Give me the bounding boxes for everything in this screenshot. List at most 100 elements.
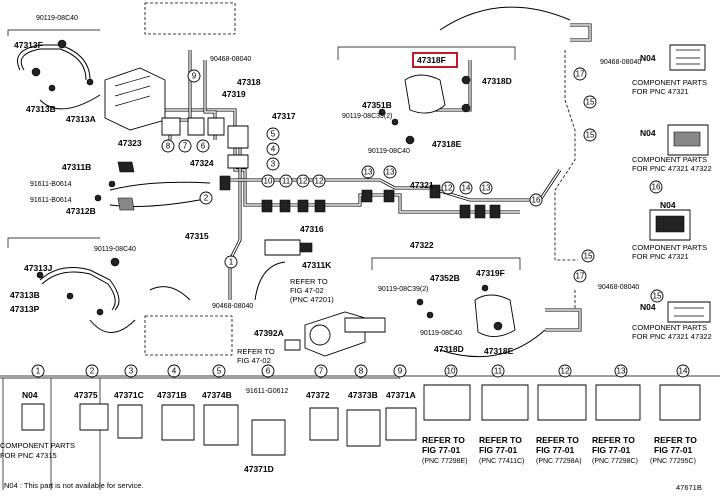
label-90468-08040-b: 90468-08040 bbox=[212, 303, 253, 310]
label-90119-08C40-d: 90119-08C40 bbox=[420, 330, 462, 337]
callout-17b: 17 bbox=[573, 269, 587, 283]
label-pnc-47201: (PNC 47201) bbox=[290, 295, 334, 304]
legend-item-5: 5 47374B bbox=[202, 364, 239, 446]
callout-8a: 8 bbox=[161, 139, 175, 153]
svg-text:12: 12 bbox=[444, 184, 453, 193]
legend-item-6: 6 91611-G0612 47371D bbox=[244, 364, 288, 474]
svg-text:(PNC 77298E): (PNC 77298E) bbox=[422, 458, 468, 465]
label-47322: 47322 bbox=[410, 240, 434, 250]
label-47319: 47319 bbox=[222, 89, 246, 99]
svg-text:47375: 47375 bbox=[74, 390, 98, 400]
legend-item-12: 12 REFER TO FIG 77-01 (PNC 77298A) bbox=[536, 364, 587, 465]
label-component-parts-c: COMPONENT PARTS bbox=[632, 243, 707, 252]
brake-lines bbox=[109, 6, 592, 358]
svg-text:12: 12 bbox=[561, 367, 570, 376]
label-47321: 47321 bbox=[410, 180, 434, 190]
label-fig-47-02-a: FIG 47-02 bbox=[290, 286, 324, 295]
svg-text:(PNC 77298C): (PNC 77298C) bbox=[592, 458, 638, 465]
legend-item-2: 2 47375 bbox=[74, 364, 109, 431]
legend-item-11: 11 REFER TO FIG 77-01 (PNC 77411C) bbox=[479, 364, 529, 465]
label-for-pnc-b: FOR PNC 47321 47322 bbox=[632, 164, 712, 173]
callout-13c: 13 bbox=[479, 181, 493, 195]
svg-text:N04: N04 bbox=[22, 390, 38, 400]
svg-text:REFER TO: REFER TO bbox=[422, 435, 465, 445]
legend-item-9: 9 47371A bbox=[385, 364, 417, 441]
label-fig-47-02-b: FIG 47-02 bbox=[237, 356, 271, 365]
svg-text:11: 11 bbox=[494, 367, 503, 376]
svg-text:14: 14 bbox=[679, 367, 688, 376]
svg-text:17: 17 bbox=[576, 70, 585, 79]
legend: 1 N04 COMPONENT PARTS FOR PNC 47315 2 47… bbox=[0, 364, 701, 474]
legend-item-4: 4 47371B bbox=[157, 364, 195, 441]
svg-text:3: 3 bbox=[271, 160, 276, 169]
label-47392A: 47392A bbox=[254, 328, 284, 338]
callout-12a: 12 bbox=[296, 174, 310, 188]
svg-text:FIG 77-01: FIG 77-01 bbox=[654, 445, 693, 455]
svg-text:4: 4 bbox=[172, 367, 177, 376]
label-for-pnc-c: FOR PNC 47321 bbox=[632, 252, 689, 261]
parts-lower-left bbox=[36, 189, 395, 357]
callout-12c: 12 bbox=[441, 181, 455, 195]
label-for-pnc-a: FOR PNC 47321 bbox=[632, 87, 689, 96]
label-90119-08C40-c: 90119-08C40 bbox=[368, 148, 410, 155]
label-47318: 47318 bbox=[237, 77, 261, 87]
svg-text:3: 3 bbox=[129, 367, 134, 376]
svg-text:47371A: 47371A bbox=[386, 390, 416, 400]
callout-10a: 10 bbox=[261, 174, 275, 188]
highlight-box bbox=[412, 52, 458, 68]
svg-text:16: 16 bbox=[652, 183, 661, 192]
label-90468-08040-c: 90468-08040 bbox=[600, 59, 641, 66]
svg-text:47371C: 47371C bbox=[114, 390, 144, 400]
callout-11a: 11 bbox=[279, 174, 293, 188]
svg-text:2: 2 bbox=[90, 367, 95, 376]
svg-text:5: 5 bbox=[271, 130, 276, 139]
label-47318D-a: 47318D bbox=[482, 76, 512, 86]
svg-text:REFER TO: REFER TO bbox=[479, 435, 522, 445]
svg-text:FIG 77-01: FIG 77-01 bbox=[592, 445, 631, 455]
svg-text:FOR PNC 47315: FOR PNC 47315 bbox=[0, 451, 57, 460]
label-91611-B0614-a: 91611-B0614 bbox=[30, 181, 72, 188]
svg-text:2: 2 bbox=[204, 194, 209, 203]
callout-15d: 15 bbox=[650, 289, 664, 303]
figure-id: 47671B bbox=[676, 483, 702, 492]
label-component-parts-b: COMPONENT PARTS bbox=[632, 155, 707, 164]
label-91611-B0614-b: 91611-B0614 bbox=[30, 197, 72, 204]
label-component-parts-a: COMPONENT PARTS bbox=[632, 78, 707, 87]
callout-14a: 14 bbox=[459, 181, 473, 195]
svg-text:11: 11 bbox=[282, 177, 291, 186]
svg-text:COMPONENT PARTS: COMPONENT PARTS bbox=[0, 441, 75, 450]
svg-text:47371D: 47371D bbox=[244, 464, 274, 474]
callout-16a: 16 bbox=[529, 193, 543, 207]
callout-13b: 13 bbox=[383, 165, 397, 179]
svg-text:17: 17 bbox=[576, 272, 585, 281]
svg-text:13: 13 bbox=[482, 184, 491, 193]
svg-text:10: 10 bbox=[447, 367, 456, 376]
svg-text:10: 10 bbox=[264, 177, 273, 186]
svg-text:13: 13 bbox=[364, 168, 373, 177]
label-47313B-a: 47313B bbox=[26, 104, 56, 114]
callout-15c: 15 bbox=[581, 249, 595, 263]
label-47318E-a: 47318E bbox=[432, 139, 462, 149]
svg-text:47371B: 47371B bbox=[157, 390, 187, 400]
label-47313P: 47313P bbox=[10, 304, 40, 314]
svg-text:16: 16 bbox=[532, 196, 541, 205]
svg-text:8: 8 bbox=[166, 142, 171, 151]
svg-text:7: 7 bbox=[183, 142, 188, 151]
label-90119-08C40-a: 90119-08C40 bbox=[36, 15, 78, 22]
label-47311B: 47311B bbox=[62, 162, 91, 172]
svg-text:REFER TO: REFER TO bbox=[592, 435, 635, 445]
label-47315: 47315 bbox=[185, 231, 209, 241]
callout-4a: 4 bbox=[266, 142, 280, 156]
label-90468-08040-d: 90468-08040 bbox=[598, 284, 639, 291]
svg-text:91611-G0612: 91611-G0612 bbox=[246, 388, 288, 395]
parts-upper-left bbox=[17, 39, 249, 211]
label-47318E-b: 47318E bbox=[484, 346, 514, 356]
parts-right bbox=[378, 44, 711, 337]
label-refer-to-b: REFER TO bbox=[237, 347, 275, 356]
svg-text:14: 14 bbox=[462, 184, 471, 193]
label-component-parts-d: COMPONENT PARTS bbox=[632, 323, 707, 332]
svg-text:9: 9 bbox=[192, 72, 197, 81]
svg-text:15: 15 bbox=[586, 131, 595, 140]
callout-7a: 7 bbox=[178, 139, 192, 153]
